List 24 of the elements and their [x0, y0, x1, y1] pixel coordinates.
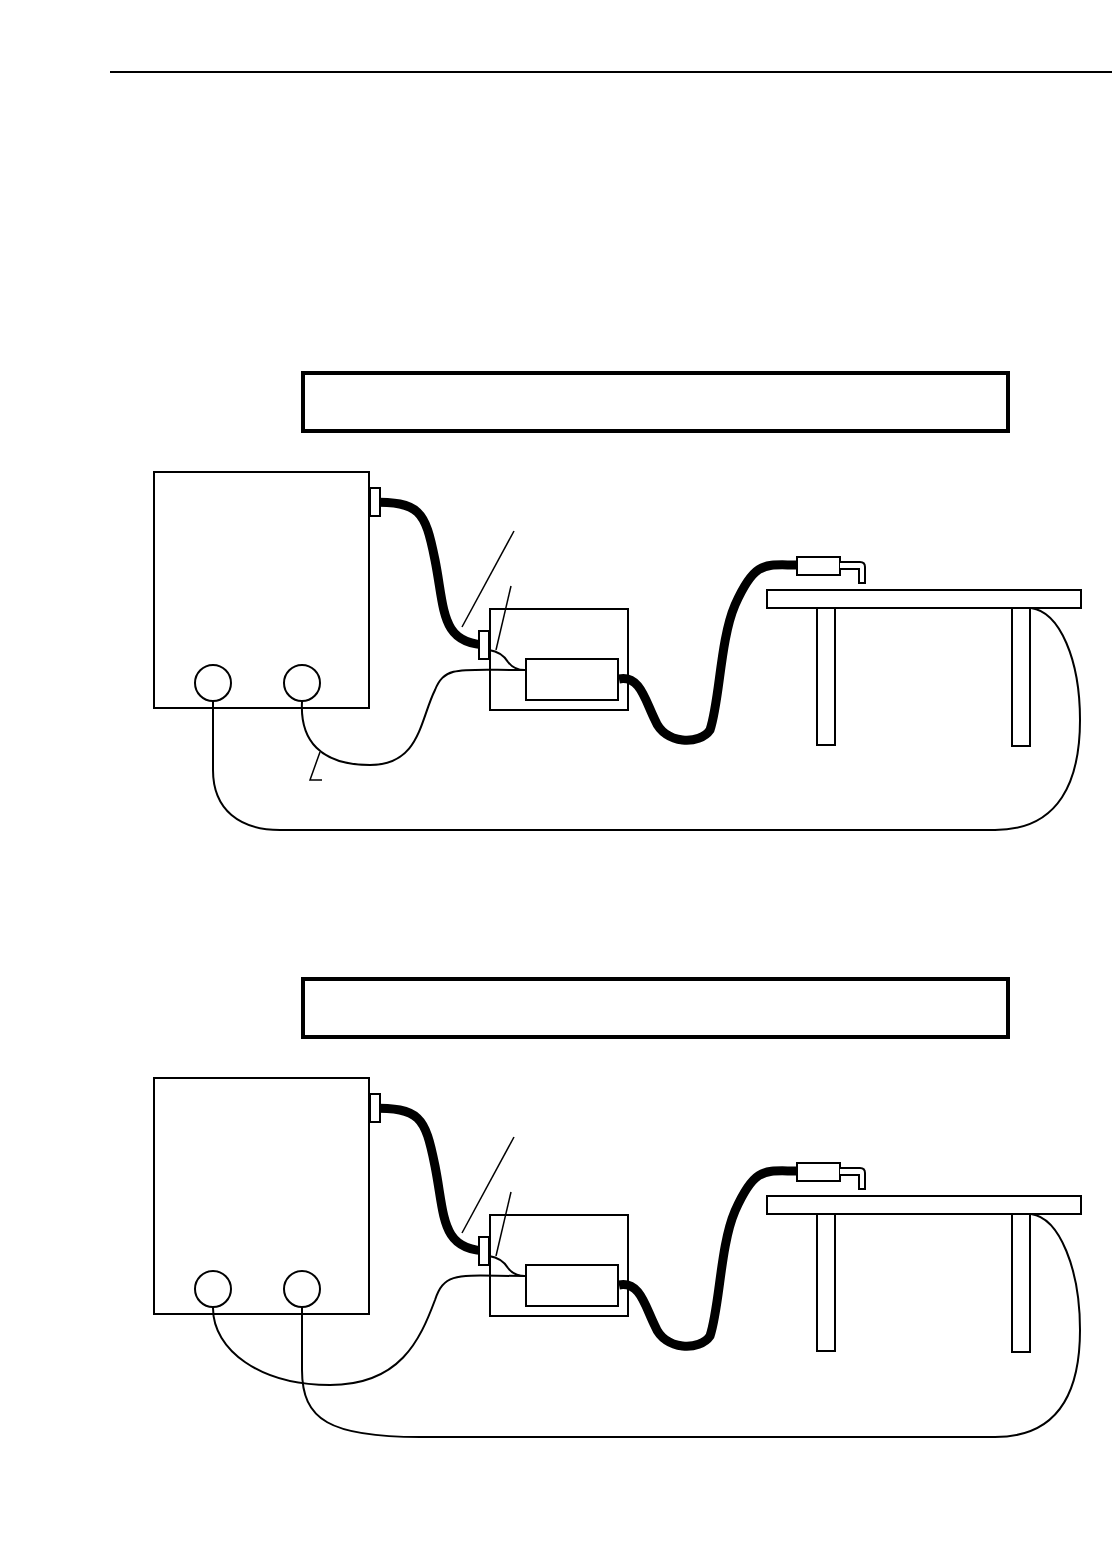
power-source-box [153, 1077, 370, 1315]
wire-feeder-box [489, 1214, 629, 1317]
welding-cable [618, 1166, 797, 1351]
power-source-box [153, 471, 370, 709]
cable [301, 1213, 1081, 1438]
welding-gun-drawing [796, 1162, 866, 1190]
drive-box [525, 1264, 619, 1307]
welding-cable [368, 487, 491, 660]
welding-cable [618, 560, 797, 745]
welding-gun-drawing [796, 556, 866, 584]
cable [212, 607, 1081, 831]
drive-box [525, 658, 619, 701]
work-table-drawing [766, 589, 1082, 747]
welding-cable [368, 1093, 491, 1266]
work-table-drawing [766, 1195, 1082, 1353]
title-banner [301, 371, 1010, 433]
output-terminal [194, 664, 232, 702]
wire-feeder-box [489, 608, 629, 711]
title-banner [301, 977, 1010, 1039]
output-terminal [283, 664, 321, 702]
output-terminal [194, 1270, 232, 1308]
output-terminal [283, 1270, 321, 1308]
wire-lead [488, 1255, 526, 1277]
wire-lead [488, 649, 526, 671]
